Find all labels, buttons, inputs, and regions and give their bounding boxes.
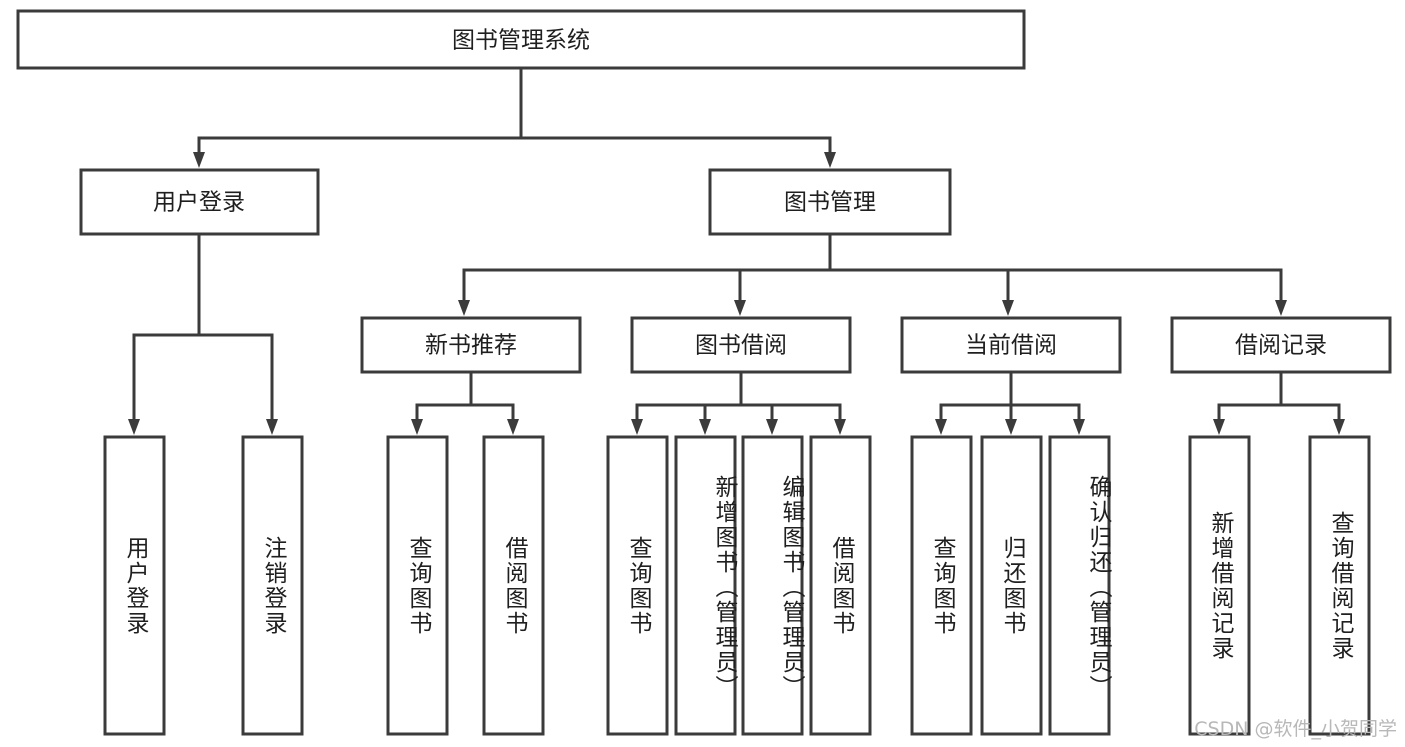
arrowhead-current-borrow [1002, 300, 1014, 316]
node-book-borrow[interactable]: 图书借阅 [630, 316, 852, 374]
arrowhead-bookborrow-l3 [766, 419, 778, 435]
leaf-box-query-book-current[interactable] [910, 435, 973, 736]
arrowhead-bookborrow-l1 [631, 419, 643, 435]
arrowhead-borrow-record [1275, 300, 1287, 316]
node-new-book-recommend-box[interactable] [360, 316, 582, 374]
node-current-borrow-label: 当前借阅 [965, 333, 1057, 359]
arrowhead-borrowrec-l2 [1333, 419, 1345, 435]
leaf-boxes [103, 435, 1371, 736]
arrowhead-borrowrec-l1 [1213, 419, 1225, 435]
node-book-management-label: 图书管理 [784, 190, 876, 216]
node-root-box[interactable] [16, 9, 1026, 70]
leaf-box-query-book-rec[interactable] [386, 435, 449, 736]
node-book-management[interactable]: 图书管理 [708, 168, 952, 236]
node-new-book-recommend-label: 新书推荐 [425, 333, 517, 359]
node-borrow-record-label: 借阅记录 [1235, 333, 1327, 359]
connector-group-user-login [128, 232, 278, 435]
node-book-management-box[interactable] [708, 168, 952, 236]
leaf-box-confirm-return-admin[interactable] [1048, 435, 1111, 736]
watermark-text: CSDN @软件_小贺同学 [1194, 718, 1397, 740]
leaf-box-add-book-admin[interactable] [674, 435, 737, 736]
node-borrow-record-box[interactable] [1170, 316, 1392, 374]
connector-group-new-book-rec [411, 370, 519, 435]
node-book-borrow-label: 图书借阅 [695, 333, 787, 359]
arrowhead-newbook-l2 [507, 419, 519, 435]
connector-group-root [193, 66, 836, 168]
arrowhead-userlogin-leaf1 [128, 419, 140, 435]
leaf-box-return-book[interactable] [980, 435, 1043, 736]
node-current-borrow-box[interactable] [900, 316, 1122, 374]
leaf-box-query-borrow-record[interactable] [1308, 435, 1371, 736]
leaf-box-user-login[interactable] [103, 435, 166, 736]
leaf-box-borrow-book-rec[interactable] [482, 435, 545, 736]
leaf-box-add-borrow-record[interactable] [1188, 435, 1251, 736]
node-borrow-record[interactable]: 借阅记录 [1170, 316, 1392, 374]
node-user-login[interactable]: 用户登录 [79, 168, 320, 236]
leaf-box-logout[interactable] [241, 435, 304, 736]
arrowhead-book-mgmt [824, 152, 836, 168]
arrowhead-newbook-l1 [411, 419, 423, 435]
node-new-book-recommend[interactable]: 新书推荐 [360, 316, 582, 374]
arrowhead-bookborrow-l4 [834, 419, 846, 435]
arrowhead-user-login [193, 152, 205, 168]
node-user-login-box[interactable] [79, 168, 320, 236]
node-root[interactable]: 图书管理系统 [16, 9, 1026, 70]
connector-group-book-mgmt [458, 232, 1287, 316]
leaf-box-query-book-borrow[interactable] [606, 435, 669, 736]
arrowhead-book-borrow [734, 300, 746, 316]
connector-group-current-borrow [935, 370, 1085, 435]
connector-group-book-borrow [631, 370, 846, 435]
node-root-label: 图书管理系统 [452, 28, 590, 54]
leaf-box-borrow-book[interactable] [809, 435, 872, 736]
arrowhead-new-book-rec [458, 300, 470, 316]
arrowhead-curborrow-l2 [1005, 419, 1017, 435]
arrowhead-curborrow-l3 [1073, 419, 1085, 435]
arrowhead-curborrow-l1 [935, 419, 947, 435]
node-user-login-label: 用户登录 [153, 190, 245, 216]
node-current-borrow[interactable]: 当前借阅 [900, 316, 1122, 374]
connector-group-borrow-record [1213, 370, 1345, 435]
node-book-borrow-box[interactable] [630, 316, 852, 374]
arrowhead-bookborrow-l2 [699, 419, 711, 435]
leaf-box-edit-book-admin[interactable] [741, 435, 804, 736]
arrowhead-userlogin-leaf2 [266, 419, 278, 435]
